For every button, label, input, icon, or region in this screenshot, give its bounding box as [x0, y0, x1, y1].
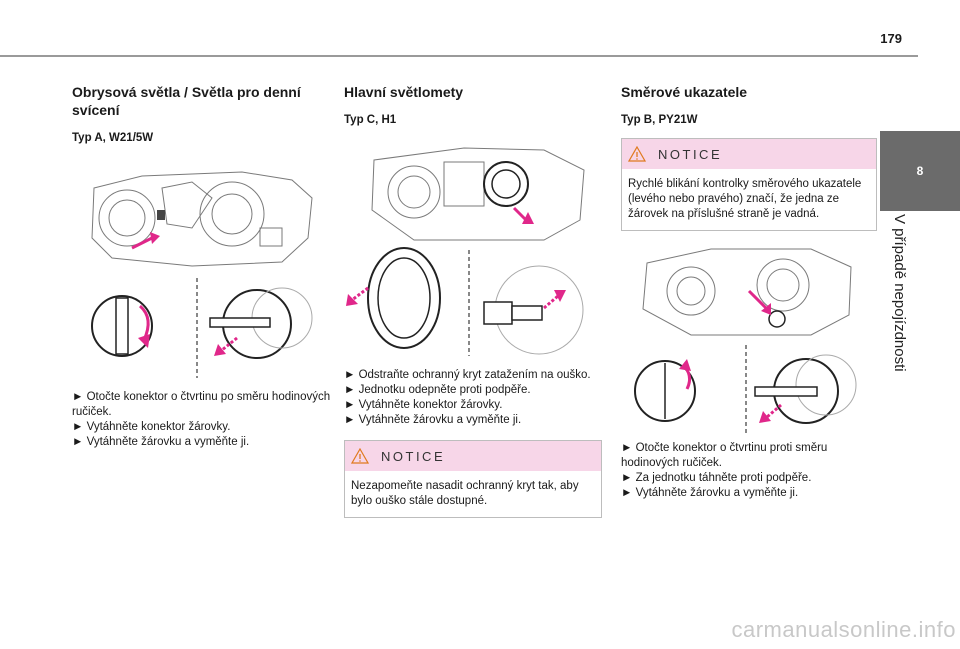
section-turn-signals: Směrové ukazatele Typ B, PY21W NOTICE Ry… — [621, 80, 877, 501]
step-item: ► Vytáhněte žárovku a vyměňte ji. — [621, 487, 799, 499]
step-item: ► Vytáhněte konektor žárovky. — [72, 421, 231, 433]
notice-header: NOTICE — [345, 441, 601, 471]
headlamp-diagram — [346, 147, 585, 356]
step-item: ► Za jednotku táhněte proti podpěře. — [621, 472, 812, 484]
steps-list: ► Odstraňte ochranný kryt zatažením na o… — [344, 368, 602, 428]
section-title: Obrysová světla / Světla pro denní svíce… — [72, 84, 301, 118]
chapter-tab[interactable]: 8 — [880, 131, 960, 211]
step-item: ► Jednotku odepněte proti podpěře. — [344, 384, 531, 396]
step-item: ► Vytáhněte konektor žárovky. — [344, 399, 503, 411]
notice-box: NOTICE Rychlé blikání kontrolky směrovéh… — [621, 138, 877, 231]
steps-list: ► Otočte konektor o čtvrtinu po směru ho… — [72, 390, 334, 450]
watermark: carmanualsonline.info — [731, 617, 956, 642]
notice-header: NOTICE — [622, 139, 876, 169]
step-item: ► Otočte konektor o čtvrtinu proti směru… — [621, 442, 828, 469]
notice-box: NOTICE Nezapomeňte nasadit ochranný kryt… — [344, 440, 602, 518]
section-title: Směrové ukazatele — [621, 84, 748, 100]
notice-label: NOTICE — [381, 448, 446, 464]
notice-label: NOTICE — [658, 146, 723, 162]
steps-list: ► Otočte konektor o čtvrtinu proti směru… — [621, 441, 877, 501]
section-headlamps: Hlavní světlomety Typ C, H1 ► Odst — [344, 80, 602, 518]
section-subtitle: Typ C, H1 — [344, 114, 397, 126]
illustration-headlamps — [344, 140, 602, 358]
step-item: ► Vytáhněte žárovku a vyměňte ji. — [344, 414, 522, 426]
page-number: 179 — [880, 31, 902, 46]
chapter-title-vertical: V případě nepojízdnosti — [886, 214, 926, 414]
chapter-title: V případě nepojízdnosti — [891, 214, 908, 372]
warning-icon — [628, 146, 646, 162]
notice-text: Nezapomeňte nasadit ochranný kryt tak, a… — [351, 480, 579, 507]
step-item: ► Otočte konektor o čtvrtinu po směru ho… — [72, 391, 331, 418]
top-rule — [0, 55, 918, 57]
step-item: ► Vytáhněte žárovku a vyměňte ji. — [72, 436, 250, 448]
illustration-position-lights — [72, 158, 334, 380]
section-position-lights: Obrysová světla / Světla pro denní svíce… — [72, 80, 334, 450]
warning-icon — [351, 448, 369, 464]
headlamp-diagram — [91, 171, 313, 378]
notice-text: Rychlé blikání kontrolky směrového ukaza… — [628, 178, 862, 220]
headlamp-diagram — [634, 248, 857, 433]
section-title: Hlavní světlomety — [344, 84, 464, 100]
step-item: ► Odstraňte ochranný kryt zatažením na o… — [344, 369, 591, 381]
section-subtitle: Typ B, PY21W — [621, 114, 698, 126]
illustration-turn-signals — [621, 239, 877, 435]
section-subtitle: Typ A, W21/5W — [72, 132, 154, 144]
